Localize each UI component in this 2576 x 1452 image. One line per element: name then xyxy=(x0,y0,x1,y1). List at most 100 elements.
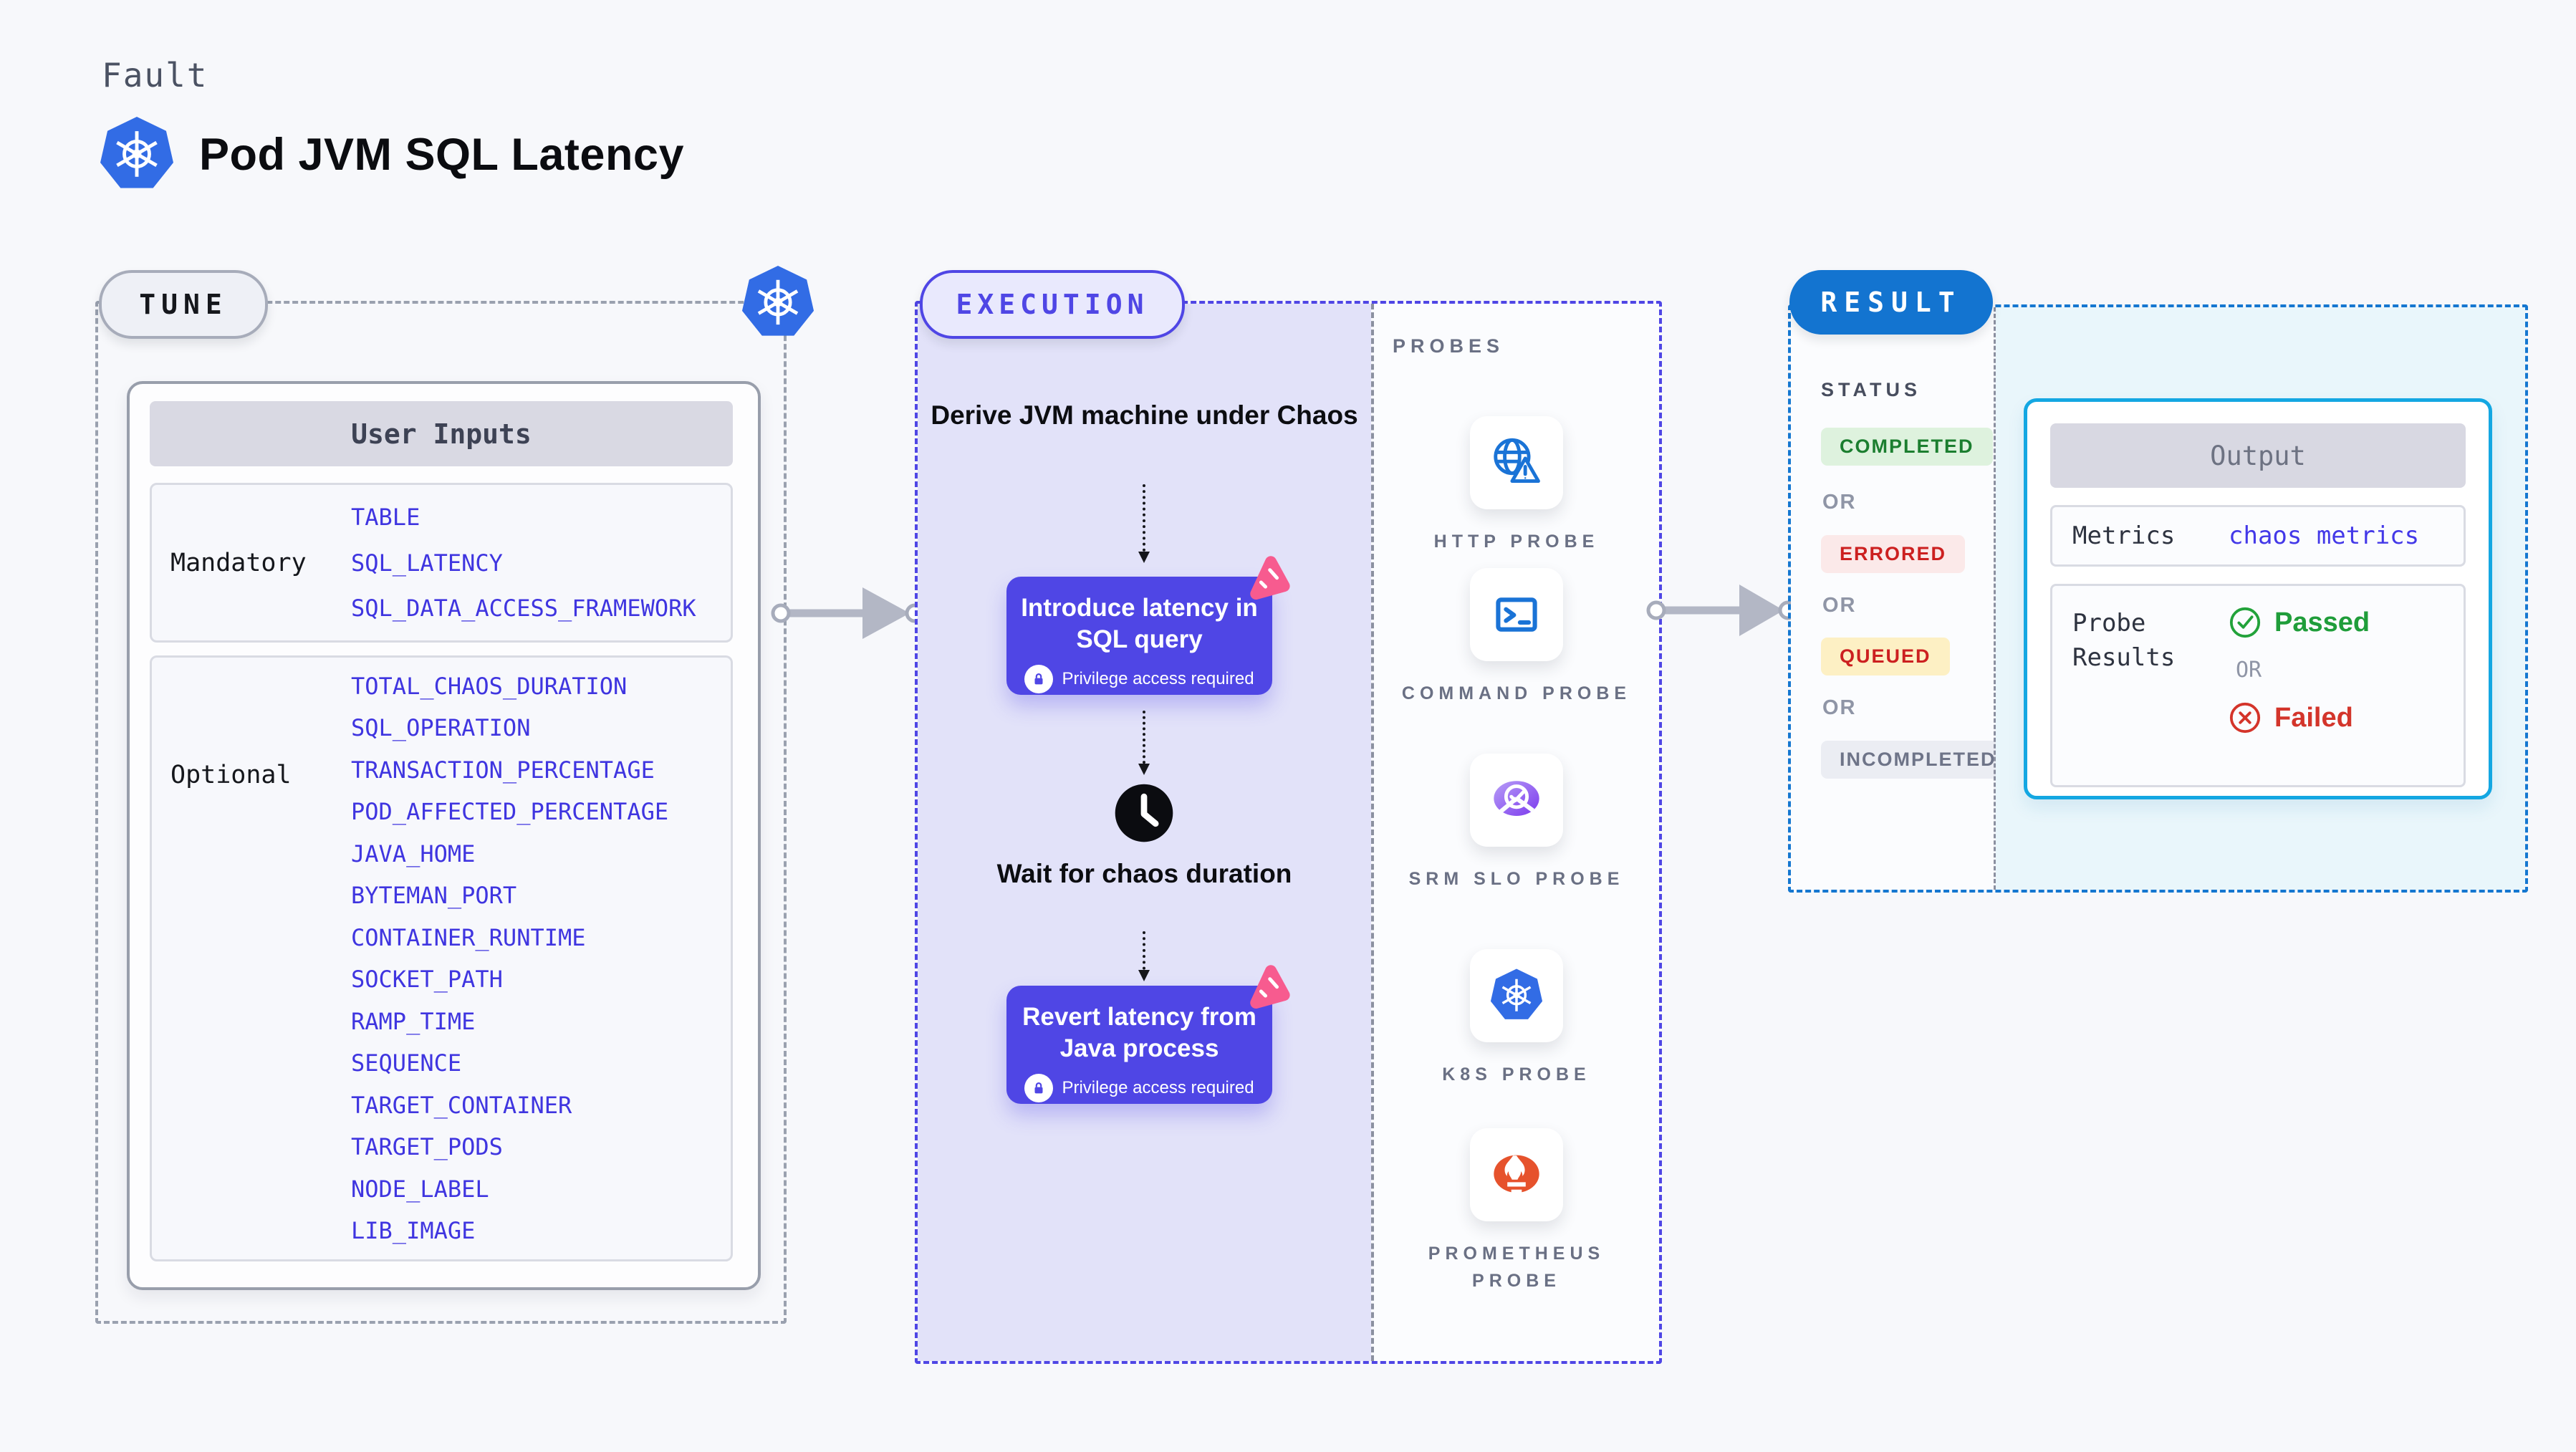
passed-label: Passed xyxy=(2274,607,2370,638)
step-title: Revert latency from Java process xyxy=(1022,1003,1256,1062)
probe-name: K8S PROBE xyxy=(1442,1064,1591,1085)
probe-card xyxy=(1470,568,1563,661)
env-param: TOTAL_CHAOS_DURATION xyxy=(351,672,628,700)
env-param: JAVA_HOME xyxy=(351,840,476,867)
page-title-row: Pod JVM SQL Latency xyxy=(99,115,684,195)
probe-name: PROMETHEUS PROBE xyxy=(1428,1244,1605,1291)
probe-name: COMMAND PROBE xyxy=(1401,683,1632,703)
probe-name: SRM SLO PROBE xyxy=(1408,869,1625,889)
optional-label: Optional xyxy=(170,761,292,789)
privilege-note-text: Privilege access required xyxy=(1062,669,1254,688)
env-param: CONTAINER_RUNTIME xyxy=(351,923,586,951)
env-param: BYTEMAN_PORT xyxy=(351,882,517,910)
dotted-arrow xyxy=(1138,484,1150,563)
tune-section xyxy=(95,301,787,1324)
probe-results-label: Probe Results xyxy=(2072,609,2176,672)
derive-step-label: Derive JVM machine under Chaos xyxy=(931,400,1358,430)
output-header: Output xyxy=(2050,423,2466,488)
probe-card xyxy=(1470,754,1563,847)
privilege-note-text: Privilege access required xyxy=(1062,1078,1254,1097)
env-param: LIB_IMAGE xyxy=(351,1217,476,1245)
optional-items: TOTAL_CHAOS_DURATION SQL_OPERATION TRANS… xyxy=(351,658,724,1259)
probe-card xyxy=(1470,1128,1563,1221)
probe-results-row: Probe Results Passed OR Failed xyxy=(2050,584,2466,787)
env-param: TABLE xyxy=(351,503,420,531)
status-badge-incompleted: INCOMPLETED xyxy=(1821,741,2015,779)
introduce-latency-step: Introduce latency in SQL query Privilege… xyxy=(1006,556,1290,695)
probe-name: HTTP PROBE xyxy=(1433,532,1600,552)
page-title: Pod JVM SQL Latency xyxy=(199,130,684,180)
or-label: OR xyxy=(2236,658,2262,683)
tune-badge: TUNE xyxy=(99,270,268,339)
probe-item-srm-slo: SRM SLO PROBE xyxy=(1374,754,1659,893)
env-param: NODE_LABEL xyxy=(351,1175,489,1203)
x-circle-icon xyxy=(2229,702,2261,734)
kubernetes-icon xyxy=(100,117,173,188)
chaos-icon xyxy=(1250,965,1290,1009)
mandatory-items: TABLE SQL_LATENCY SQL_DATA_ACCESS_FRAMEW… xyxy=(351,485,724,640)
kubernetes-icon xyxy=(1490,968,1543,1019)
status-badge-queued: QUEUED xyxy=(1821,638,1950,675)
or-label: OR xyxy=(1822,696,1857,719)
chaos-icon xyxy=(1250,556,1290,600)
metrics-label: Metrics xyxy=(2072,521,2176,550)
lock-icon xyxy=(1024,1074,1054,1102)
mandatory-inputs-row: Mandatory TABLE SQL_LATENCY SQL_DATA_ACC… xyxy=(150,483,733,643)
fault-kicker: Fault xyxy=(102,56,208,95)
prometheus-flame-icon xyxy=(1494,1155,1539,1193)
env-param: SQL_LATENCY xyxy=(351,549,503,577)
env-param: TARGET_PODS xyxy=(351,1133,503,1161)
status-column: STATUS COMPLETED OR ERRORED OR QUEUED OR… xyxy=(1791,307,2015,890)
revert-latency-step: Revert latency from Java process Privile… xyxy=(1006,965,1290,1104)
probes-header: PROBES xyxy=(1393,335,1505,357)
probe-card xyxy=(1470,949,1563,1042)
probe-item-http: HTTP PROBE xyxy=(1374,416,1659,555)
user-inputs-header: User Inputs xyxy=(150,401,733,466)
privilege-note: Privilege access required xyxy=(1006,1074,1272,1102)
probe-item-command: COMMAND PROBE xyxy=(1374,568,1659,707)
probe-item-k8s: K8S PROBE xyxy=(1374,949,1659,1088)
terminal-icon xyxy=(1496,597,1537,632)
dotted-arrow xyxy=(1138,711,1150,775)
chaos-metrics-link: chaos metrics xyxy=(2229,521,2420,550)
check-circle-icon xyxy=(2229,607,2261,638)
mandatory-label: Mandatory xyxy=(170,548,307,577)
execution-badge: EXECUTION xyxy=(920,270,1185,339)
probes-panel: PROBES HTTP PROBE xyxy=(1371,304,1659,1361)
globe-warning-icon xyxy=(1494,438,1540,484)
env-param: RAMP_TIME xyxy=(351,1007,476,1035)
status-header: STATUS xyxy=(1821,379,1921,400)
probe-card xyxy=(1470,416,1563,509)
or-label: OR xyxy=(1822,594,1857,617)
clock-icon xyxy=(1115,784,1173,842)
privilege-note: Privilege access required xyxy=(1006,665,1272,693)
execution-to-result-arrow xyxy=(1646,585,1798,636)
optional-inputs-row: Optional TOTAL_CHAOS_DURATION SQL_OPERAT… xyxy=(150,655,733,1261)
execution-flow-panel: Derive JVM machine under Chaos Introduce… xyxy=(918,304,1371,1361)
lock-icon xyxy=(1024,665,1054,693)
env-param: TARGET_CONTAINER xyxy=(351,1091,572,1119)
env-param: SOCKET_PATH xyxy=(351,966,503,994)
wait-step-label: Wait for chaos duration xyxy=(996,859,1292,888)
status-badge-errored: ERRORED xyxy=(1821,535,1966,573)
env-param: TRANSACTION_PERCENTAGE xyxy=(351,756,655,784)
output-card: Output Metrics chaos metrics Probe Resul… xyxy=(2024,398,2492,799)
failed-status: Failed xyxy=(2229,701,2370,734)
probe-results-values: Passed OR Failed xyxy=(2229,606,2370,734)
result-badge: RESULT xyxy=(1789,270,1993,335)
step-title: Introduce latency in SQL query xyxy=(1021,594,1258,653)
env-param: POD_AFFECTED_PERCENTAGE xyxy=(351,798,669,826)
slo-pie-check-icon xyxy=(1494,781,1539,816)
user-inputs-card: User Inputs Mandatory TABLE SQL_LATENCY … xyxy=(127,381,761,1290)
execution-section: Derive JVM machine under Chaos Introduce… xyxy=(915,301,1662,1364)
failed-label: Failed xyxy=(2274,702,2353,733)
metrics-row: Metrics chaos metrics xyxy=(2050,505,2466,567)
kubernetes-icon xyxy=(741,266,814,336)
passed-status: Passed xyxy=(2229,606,2370,639)
dotted-arrow xyxy=(1138,931,1150,981)
env-param: SEQUENCE xyxy=(351,1049,462,1077)
env-param: SQL_OPERATION xyxy=(351,714,531,742)
status-badge-completed: COMPLETED xyxy=(1821,428,1993,466)
env-param: SQL_DATA_ACCESS_FRAMEWORK xyxy=(351,595,696,622)
